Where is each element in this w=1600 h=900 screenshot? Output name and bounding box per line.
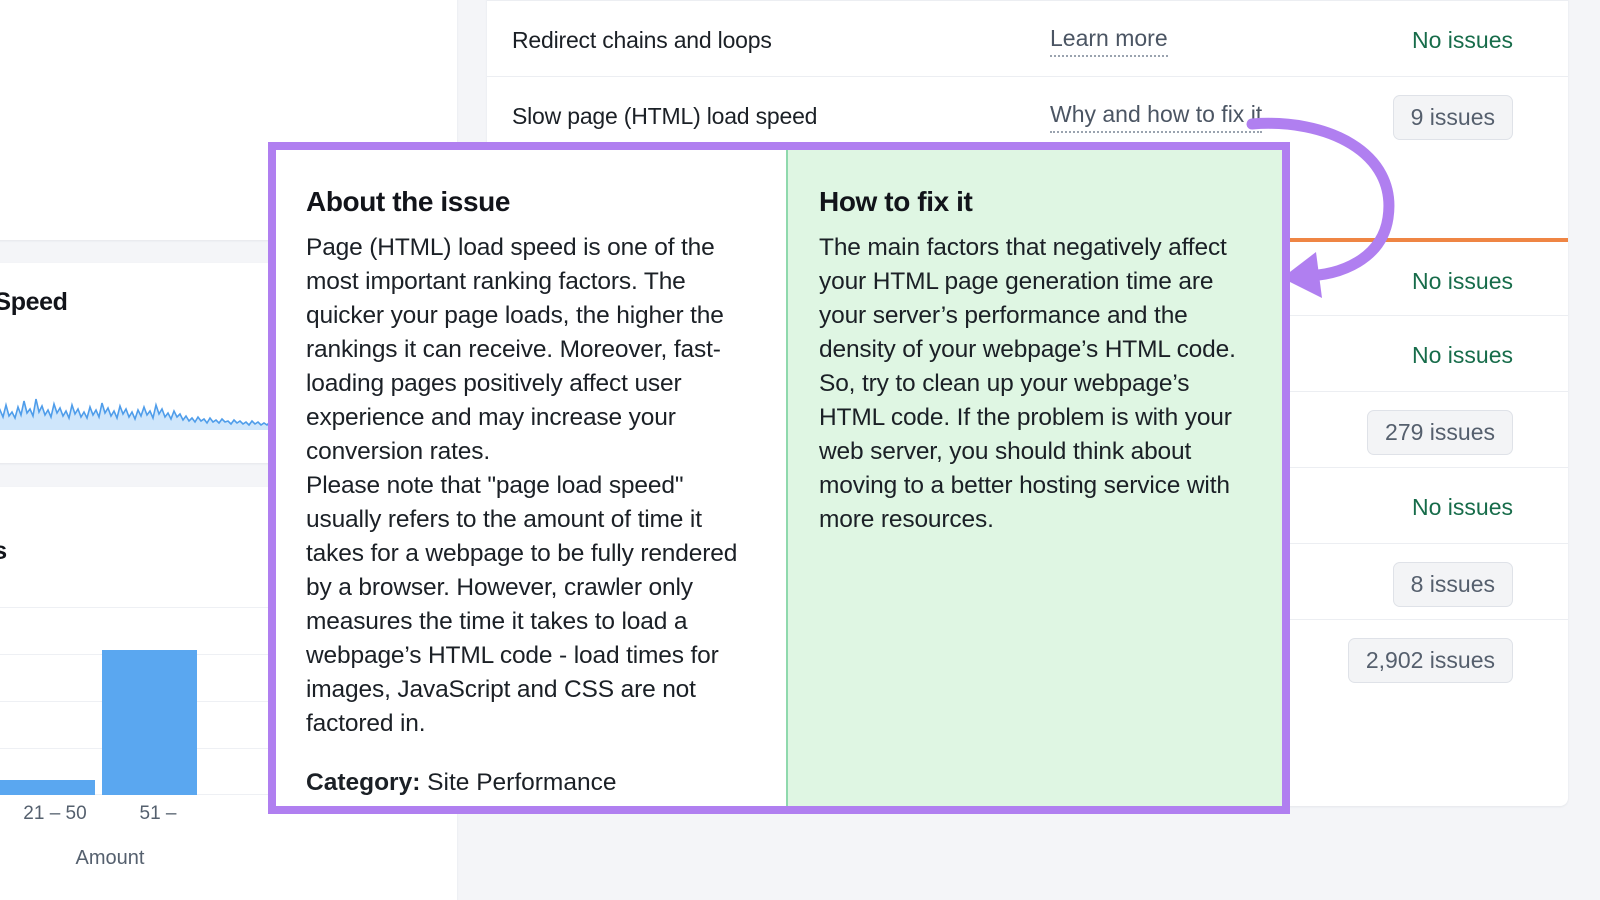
status-text: No issues [1412,268,1513,294]
category-line: Category: Site Performance [306,769,752,797]
amount-bar-chart: 11 – 20 21 – 50 51 – Amount [0,607,457,869]
bar [102,650,197,795]
x-tick-label: 11 – 20 [0,803,2,825]
status-text: No issues [1412,27,1513,53]
status-text: No issues [1412,494,1513,520]
popup-fix-panel: How to fix it The main factors that nega… [786,150,1282,806]
page-title: ML) Load Speed [0,288,68,316]
legend-item: >3s 10 [88,0,338,2]
about-heading: About the issue [306,186,511,217]
page-title: l CSS Files [0,537,7,566]
status-badge[interactable]: 9 issues [1392,95,1513,140]
x-tick-label: 51 – [139,803,177,824]
status-badge[interactable]: 2,902 issues [1347,638,1513,683]
issue-name: Slow page (HTML) load speed [512,103,818,129]
issue-detail-popup: About the issue Page (HTML) load speed i… [268,142,1290,814]
fix-body-paragraph: The main factors that negatively affect … [819,234,1236,533]
donut-legend: 0.5 – 1s 133 1 – 3s 31 >3s 10 [88,0,338,2]
table-row[interactable]: Redirect chains and loops Learn more No … [487,0,1568,76]
fix-heading: How to fix it [819,186,973,217]
issue-name: Redirect chains and loops [512,27,772,53]
status-text: No issues [1412,342,1513,368]
popup-about-panel: About the issue Page (HTML) load speed i… [276,150,786,806]
about-body-paragraph-1: Page (HTML) load speed is one of the mos… [306,234,724,465]
table-row[interactable]: 2,902 issues [487,619,1568,695]
status-badge[interactable]: 279 issues [1367,410,1513,455]
about-body-paragraph-2: Please note that "page load speed" usual… [306,472,738,737]
chart-x-axis-labels: 11 – 20 21 – 50 51 – [0,803,400,833]
table-row[interactable]: 279 issues [487,391,1568,467]
learn-more-link[interactable]: Learn more [1050,25,1168,57]
category-label: Category: [306,769,421,796]
category-value: Site Performance [427,769,617,796]
bar [0,780,95,795]
x-axis-title: Amount [75,847,145,869]
x-tick-label: 21 – 50 [23,803,87,824]
why-and-how-to-fix-it-link[interactable]: Why and how to fix it [1050,101,1263,133]
chart-gridlines [0,607,400,795]
annotation-arrow-icon [1246,117,1395,298]
status-badge[interactable]: 8 issues [1392,562,1513,607]
table-row[interactable]: Slow page (HTML) load speed Why and how … [487,76,1568,152]
